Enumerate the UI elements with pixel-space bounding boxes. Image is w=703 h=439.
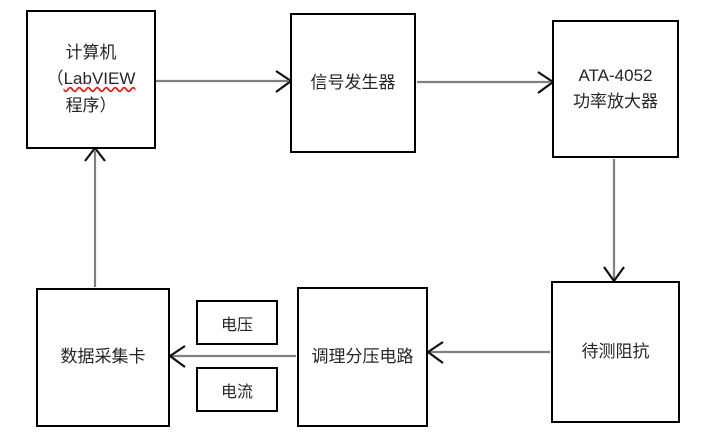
node-label: 调理分压电路 [311,346,414,366]
signal-tag-label: 电压 [220,316,253,334]
node-signal-generator[interactable]: 信号发生器 [290,13,416,153]
signal-tag-label: 电流 [220,383,253,401]
arrowhead-left-1 [426,341,444,364]
signal-tag-current[interactable]: 电流 [196,367,278,412]
signal-tag-voltage[interactable]: 电压 [196,300,278,345]
node-label: 信号发生器 [310,72,396,92]
arrowhead-left-2 [168,345,186,368]
amplifier-name-text: 功率放大器 [573,92,658,111]
node-device-under-test-impedance[interactable]: 待测阻抗 [551,281,680,423]
node-conditioning-divider-circuit[interactable]: 调理分压电路 [297,287,428,427]
node-power-amplifier[interactable]: ATA-4052 功率放大器 [552,20,679,158]
labview-text: LabVIEW [63,69,136,89]
amplifier-model-text: ATA-4052 [578,65,653,85]
node-label: 数据采集卡 [60,347,146,367]
node-data-acquisition-card[interactable]: 数据采集卡 [36,288,170,427]
node-label: ATA-4052 功率放大器 [565,63,666,116]
node-label: 待测阻抗 [581,341,650,361]
node-computer-labview[interactable]: 计算机（LabVIEW 程序） [26,10,156,149]
node-label: 计算机（LabVIEW 程序） [46,42,136,115]
